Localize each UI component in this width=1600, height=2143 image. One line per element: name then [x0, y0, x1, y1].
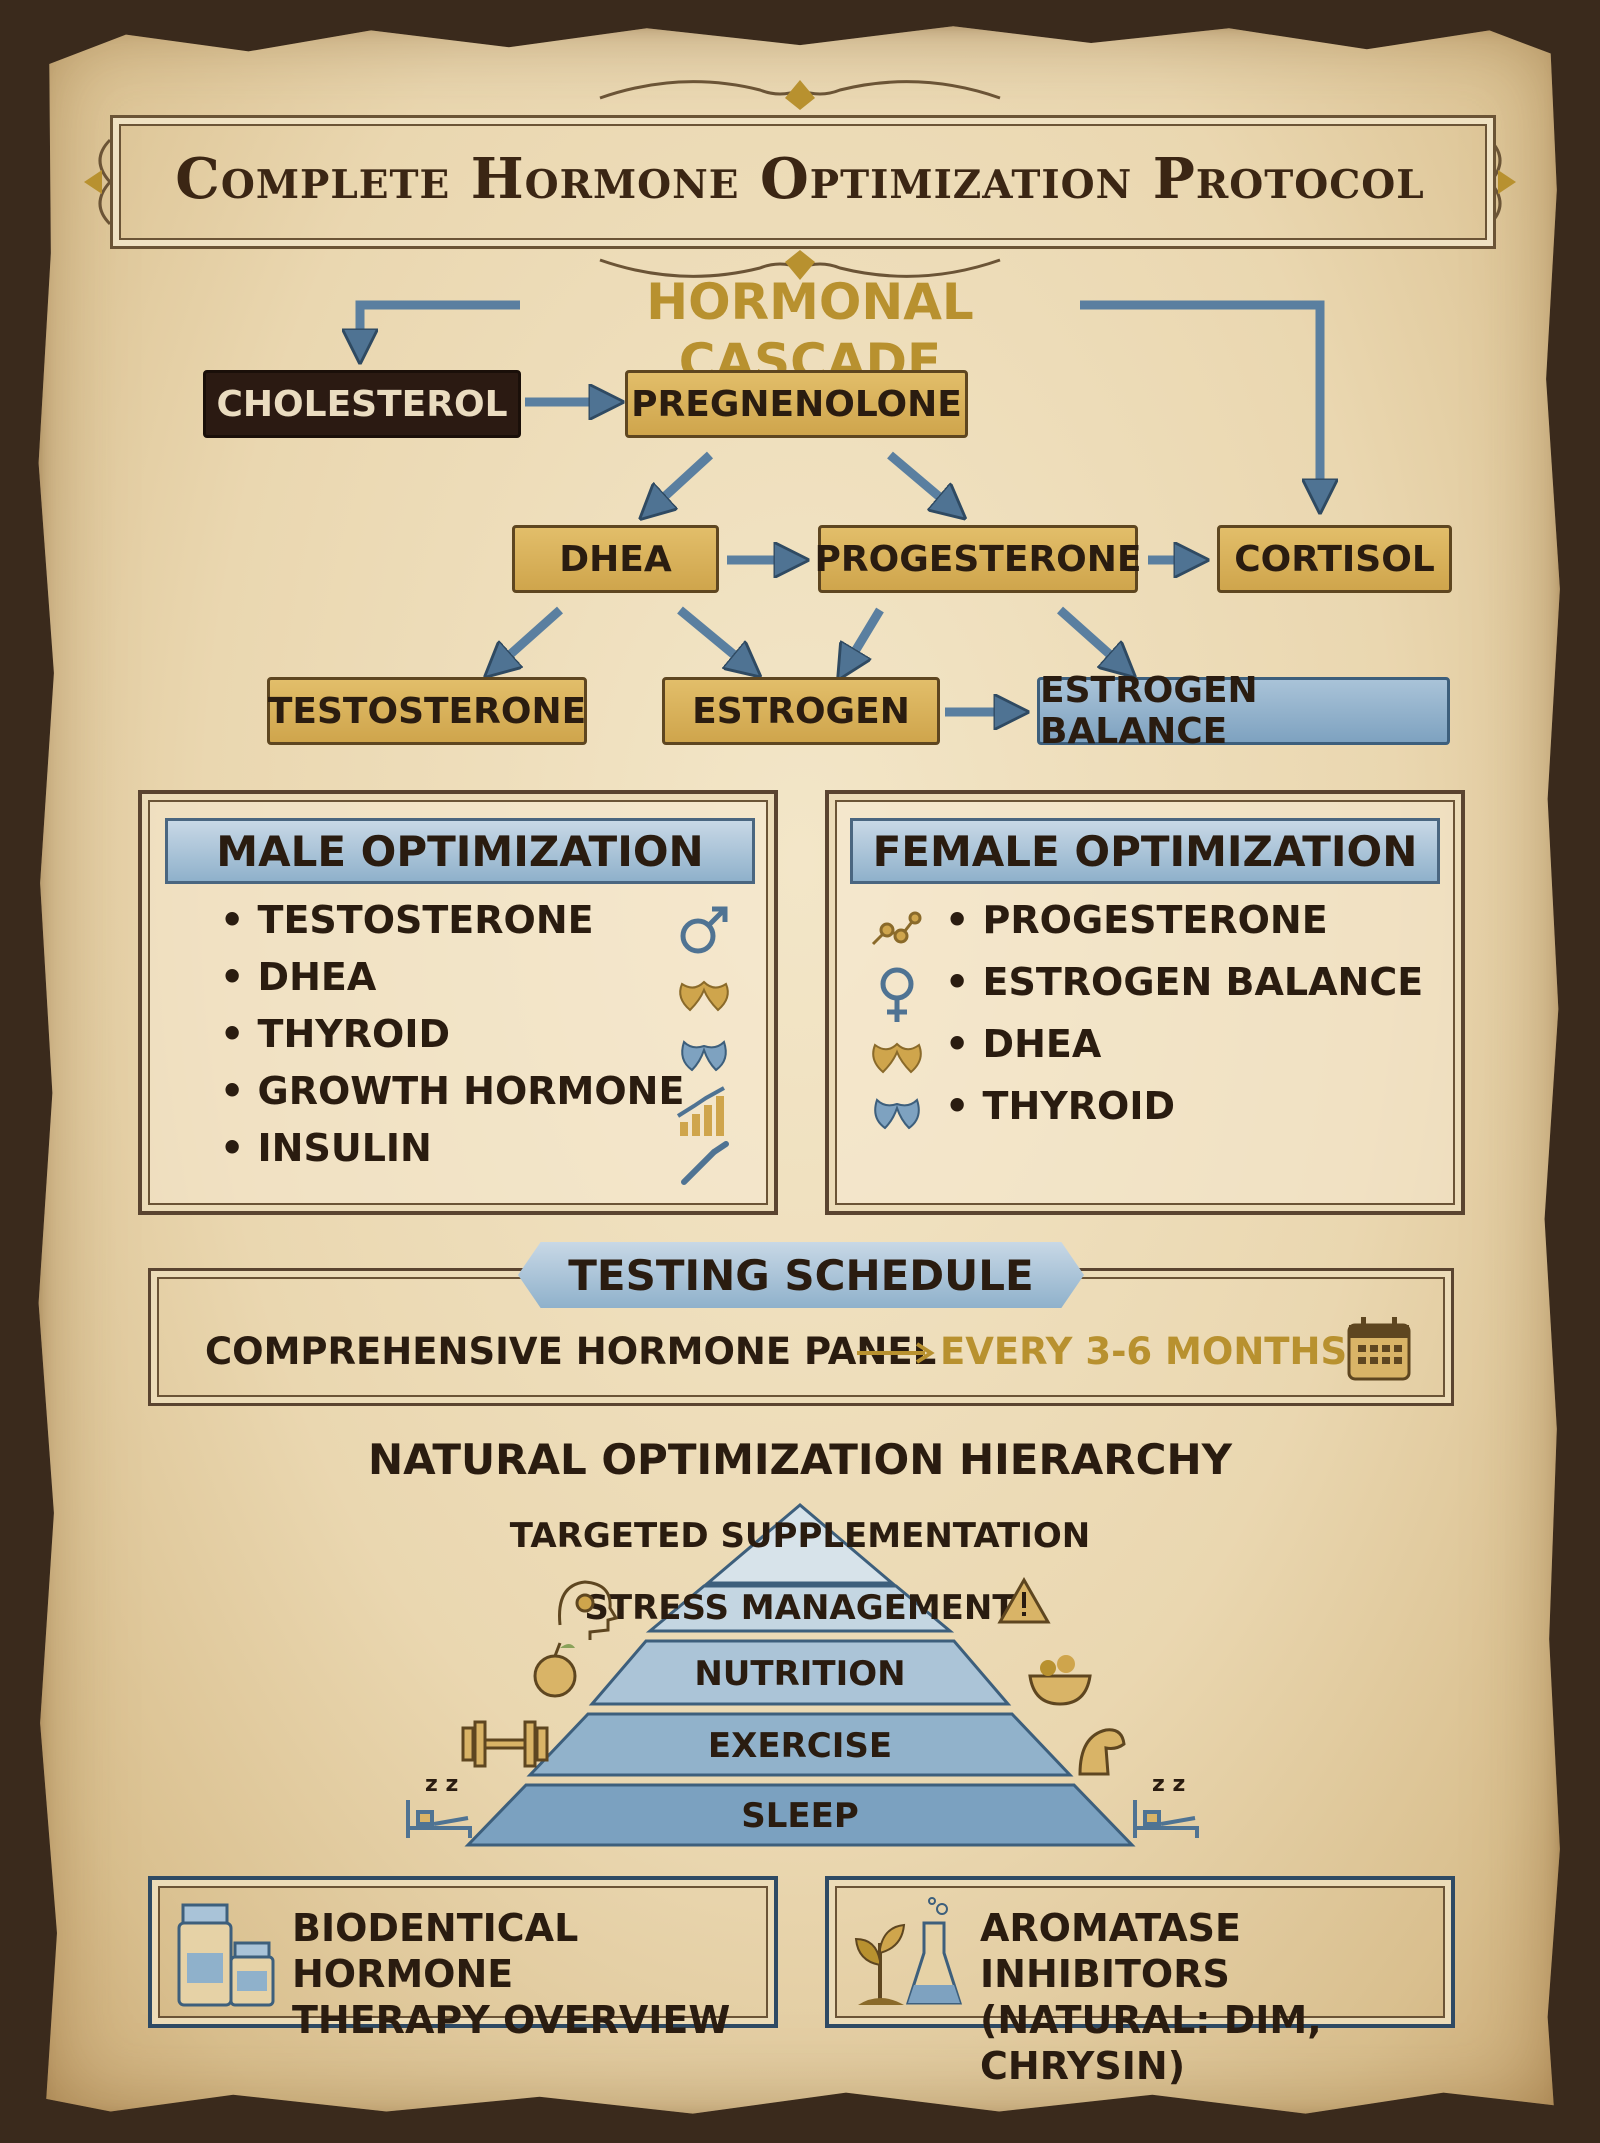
- cascade-estrogen-balance: ESTROGEN BALANCE: [1037, 670, 1450, 752]
- plant-flask-icon: [854, 1897, 963, 2005]
- tier-exercise: EXERCISE: [707, 1726, 893, 1766]
- list-item: • DHEA: [220, 955, 377, 999]
- adrenal-icon: [872, 1042, 922, 1074]
- cascade-arrows: [0, 300, 1600, 760]
- molecule-icon: [871, 911, 922, 946]
- testing-panel-label: COMPREHENSIVE HORMONE PANEL: [205, 1330, 937, 1373]
- bhrt-line2: THERAPY OVERVIEW: [292, 1998, 731, 2042]
- female-list: • PROGESTERONE • ESTROGEN BALANCE • DHEA…: [945, 898, 1445, 1146]
- list-item: • PROGESTERONE: [945, 898, 1328, 942]
- title-frame: [110, 115, 1496, 249]
- cascade-dhea: DHEA: [512, 525, 719, 593]
- list-item: • ESTROGEN BALANCE: [945, 960, 1424, 1004]
- bed-left-icon: [406, 1800, 472, 1838]
- male-heading: MALE OPTIMIZATION: [165, 818, 755, 884]
- sleep-zz-left: z z: [425, 1772, 459, 1797]
- title-ornament: [84, 80, 1516, 280]
- cascade-pregnenolone: PREGNENOLONE: [625, 370, 968, 438]
- thyroid-icon: [874, 1098, 920, 1130]
- bhrt-text: BIODENTICAL HORMONE THERAPY OVERVIEW: [292, 1905, 762, 2043]
- male-list: • TESTOSTERONE • DHEA • THYROID • GROWTH…: [220, 898, 760, 1183]
- testing-frequency: EVERY 3-6 MONTHS: [940, 1330, 1348, 1373]
- cascade-cholesterol: CHOLESTEROL: [203, 370, 521, 438]
- thyroid-icon: [681, 1040, 727, 1072]
- growth-chart-icon: [676, 1086, 725, 1136]
- cascade-estrogen: ESTROGEN: [662, 677, 940, 745]
- bed-right-icon: [1133, 1800, 1199, 1838]
- male-icons: [676, 906, 729, 1185]
- head-gear-icon: [558, 1580, 619, 1640]
- list-item: • INSULIN: [220, 1126, 432, 1170]
- tier-stress-management: STRESS MANAGEMENT: [584, 1588, 1016, 1628]
- aromatase-box: [825, 1876, 1455, 2028]
- apple-icon: [533, 1642, 577, 1698]
- cascade-cortisol: CORTISOL: [1217, 525, 1452, 593]
- aromatase-text: AROMATASE INHIBITORS (NATURAL: DIM, CHRY…: [980, 1905, 1450, 2089]
- food-bowl-icon: [1028, 1655, 1092, 1706]
- adrenal-icon: [679, 980, 729, 1012]
- hierarchy-heading: NATURAL OPTIMIZATION HIERARCHY: [367, 1435, 1233, 1484]
- aromatase-line2: (NATURAL: DIM, CHRYSIN): [980, 1998, 1322, 2088]
- list-item: • THYROID: [945, 1084, 1176, 1128]
- tier-nutrition: NUTRITION: [694, 1654, 906, 1694]
- male-symbol-icon: [680, 906, 728, 954]
- page-title: Complete Hormone Optimization Protocol: [175, 146, 1425, 212]
- cascade-progesterone: PROGESTERONE: [815, 525, 1142, 593]
- female-heading: FEMALE OPTIMIZATION: [850, 818, 1440, 884]
- arrow-right-icon: [857, 1342, 935, 1364]
- cascade-testosterone: TESTOSTERONE: [267, 677, 587, 745]
- bhrt-line1: BIODENTICAL HORMONE: [292, 1906, 579, 1996]
- list-item: • GROWTH HORMONE: [220, 1069, 685, 1113]
- female-icons: [871, 911, 922, 1130]
- sleep-zz-right: z z: [1152, 1772, 1186, 1797]
- testing-heading: TESTING SCHEDULE: [518, 1242, 1084, 1308]
- list-item: • DHEA: [945, 1022, 1102, 1066]
- warning-icon: [997, 1576, 1051, 1624]
- insulin-pen-icon: [681, 1141, 729, 1185]
- bhrt-box: [148, 1876, 778, 2028]
- medicine-bottles-icon: [177, 1903, 275, 2007]
- flexed-arm-icon: [1078, 1728, 1126, 1776]
- tier-sleep: SLEEP: [741, 1796, 859, 1836]
- aromatase-line1: AROMATASE INHIBITORS: [980, 1906, 1241, 1996]
- tier-targeted-supplementation: TARGETED SUPPLEMENTATION: [509, 1516, 1091, 1556]
- list-item: • THYROID: [220, 1012, 451, 1056]
- calendar-icon: [1347, 1317, 1411, 1381]
- female-symbol-icon: [880, 967, 914, 1022]
- list-item: • TESTOSTERONE: [220, 898, 594, 942]
- dumbbell-icon: [461, 1720, 549, 1768]
